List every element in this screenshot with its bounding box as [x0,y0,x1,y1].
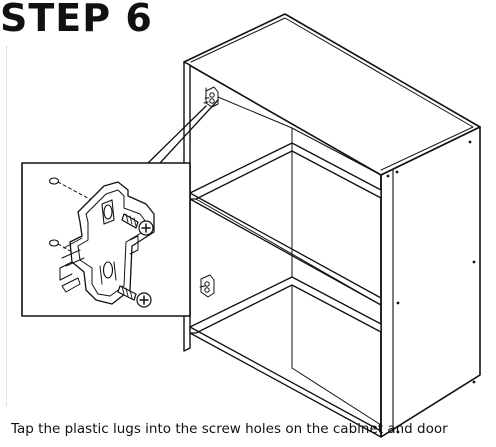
callout-leader [147,99,219,164]
hinge-plate-lower [199,274,215,298]
cabinet-right-side [380,126,481,438]
wall-cabinet [183,13,481,438]
hinge-plate-upper [203,86,219,108]
step-title: STEP 6 [0,0,153,40]
margin-rule [6,46,7,406]
hinge-mounting-plate [59,181,155,305]
side-screw-holes [386,140,476,434]
detail-callout [21,162,191,317]
cabinet-back-wall [205,87,293,369]
instruction-text: Tap the plastic lugs into the screw hole… [11,421,448,437]
plastic-lug [48,177,60,247]
screw-lower [117,285,152,308]
screw-upper [121,213,154,236]
cabinet-bottom-panel [189,276,382,334]
